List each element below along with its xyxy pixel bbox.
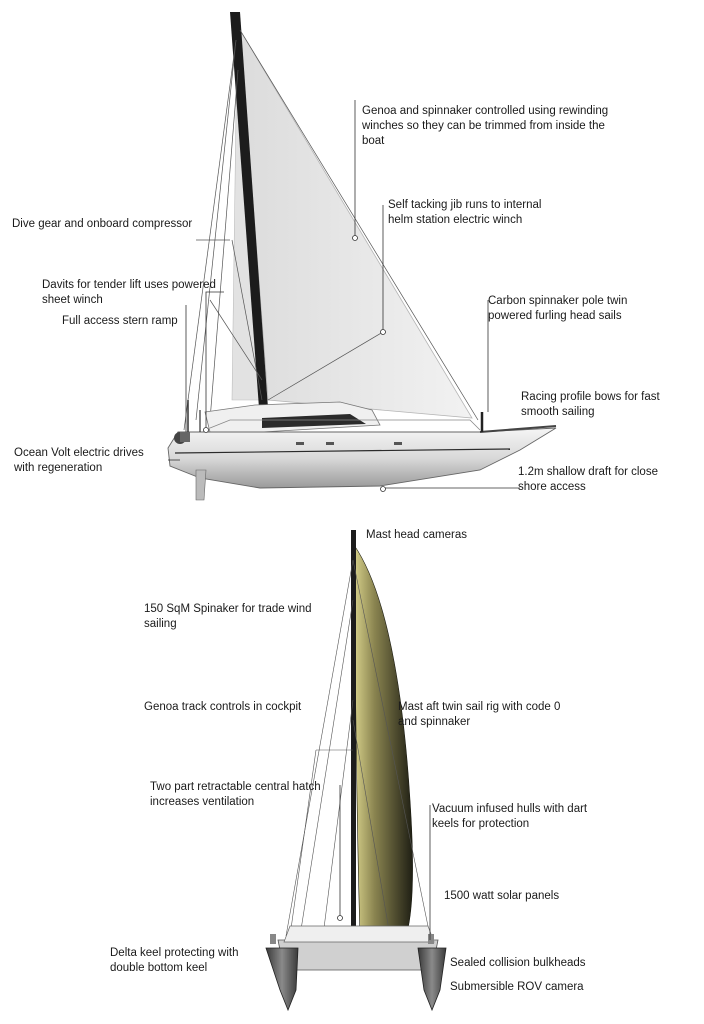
rigging-lines <box>183 29 479 431</box>
front-leader-dots <box>337 915 343 921</box>
label-electric-drives: Ocean Volt electric drives with regenera… <box>14 446 144 476</box>
hull <box>167 427 557 489</box>
label-line: double bottom keel <box>110 962 208 974</box>
label-central-hatch: Two part retractable central hatch incre… <box>150 780 321 810</box>
label-dive-gear: Dive gear and onboard compressor <box>12 217 192 232</box>
label-line: winches so they can be trimmed from insi… <box>362 120 605 132</box>
cabin-window <box>262 414 366 428</box>
front-mast <box>351 530 356 940</box>
label-collision-bulkheads: Sealed collision bulkheads <box>450 956 586 971</box>
label-line: and spinnaker <box>398 716 471 728</box>
label-rov-camera: Submersible ROV camera <box>450 980 584 995</box>
label-line: shore access <box>518 481 586 493</box>
label-spinnaker: 150 SqM Spinaker for trade wind sailing <box>144 602 311 632</box>
label-line: Genoa track controls in cockpit <box>144 701 302 713</box>
label-line: Racing profile bows for fast <box>521 391 660 403</box>
label-genoa-winches: Genoa and spinnaker controlled using rew… <box>362 104 608 149</box>
guardrail <box>209 419 481 431</box>
side-view-boat <box>167 12 557 501</box>
front-view-boat <box>265 530 447 1012</box>
label-line: Full access stern ramp <box>62 315 178 327</box>
label-vacuum-hulls: Vacuum infused hulls with dart keels for… <box>432 802 587 832</box>
label-solar-panels: 1500 watt solar panels <box>444 889 559 904</box>
label-line: keels for protection <box>432 818 530 830</box>
front-leader-lines <box>339 785 431 940</box>
label-carbon-pole: Carbon spinnaker pole twin powered furli… <box>488 294 627 324</box>
side-leader-dots <box>203 235 386 492</box>
label-line: 1.2m shallow draft for close <box>518 466 658 478</box>
label-stern-ramp: Full access stern ramp <box>62 314 178 329</box>
label-genoa-track: Genoa track controls in cockpit <box>144 700 301 715</box>
label-line: Davits for tender lift uses powered <box>42 279 216 291</box>
label-line: sheet winch <box>42 294 103 306</box>
label-line: Mast head cameras <box>366 529 467 541</box>
label-line: Mast aft twin sail rig with code 0 <box>398 701 561 713</box>
label-line: 150 SqM Spinaker for trade wind <box>144 603 312 615</box>
label-line: Two part retractable central hatch <box>150 781 321 793</box>
label-shallow-draft: 1.2m shallow draft for close shore acces… <box>518 465 658 495</box>
label-line: Ocean Volt electric drives <box>14 447 144 459</box>
label-racing-bows: Racing profile bows for fast smooth sail… <box>521 390 660 420</box>
label-line: Delta keel protecting with <box>110 947 239 959</box>
label-line: Carbon spinnaker pole twin <box>488 295 628 307</box>
label-line: Sealed collision bulkheads <box>450 957 586 969</box>
front-rigging <box>285 559 431 937</box>
bridge-deck <box>277 939 439 971</box>
mast <box>230 12 268 408</box>
label-line: increases ventilation <box>150 796 255 808</box>
keel <box>195 469 207 501</box>
side-leader-lines <box>168 100 520 489</box>
label-mast-head-cameras: Mast head cameras <box>366 528 467 543</box>
label-line: Submersible ROV camera <box>450 981 584 993</box>
label-line: smooth sailing <box>521 406 595 418</box>
label-line: helm station electric winch <box>388 214 523 226</box>
label-line: Self tacking jib runs to internal <box>388 199 542 211</box>
label-line: Genoa and spinnaker controlled using rew… <box>362 105 609 117</box>
label-line: with regeneration <box>14 462 103 474</box>
port-hull <box>265 947 299 1012</box>
label-line: powered furling head sails <box>488 310 622 322</box>
label-line: 1500 watt solar panels <box>444 890 560 902</box>
starboard-hull <box>417 947 447 1012</box>
label-mast-aft-rig: Mast aft twin sail rig with code 0 and s… <box>398 700 560 730</box>
label-self-tacking-jib: Self tacking jib runs to internal helm s… <box>388 198 541 228</box>
label-line: Dive gear and onboard compressor <box>12 218 193 230</box>
label-davits: Davits for tender lift uses powered shee… <box>42 278 216 308</box>
front-cabin <box>283 925 435 943</box>
label-delta-keel: Delta keel protecting with double bottom… <box>110 946 238 976</box>
spinnaker-sail <box>353 544 413 937</box>
label-line: sailing <box>144 618 177 630</box>
label-line: boat <box>362 135 385 147</box>
label-line: Vacuum infused hulls with dart <box>432 803 588 815</box>
